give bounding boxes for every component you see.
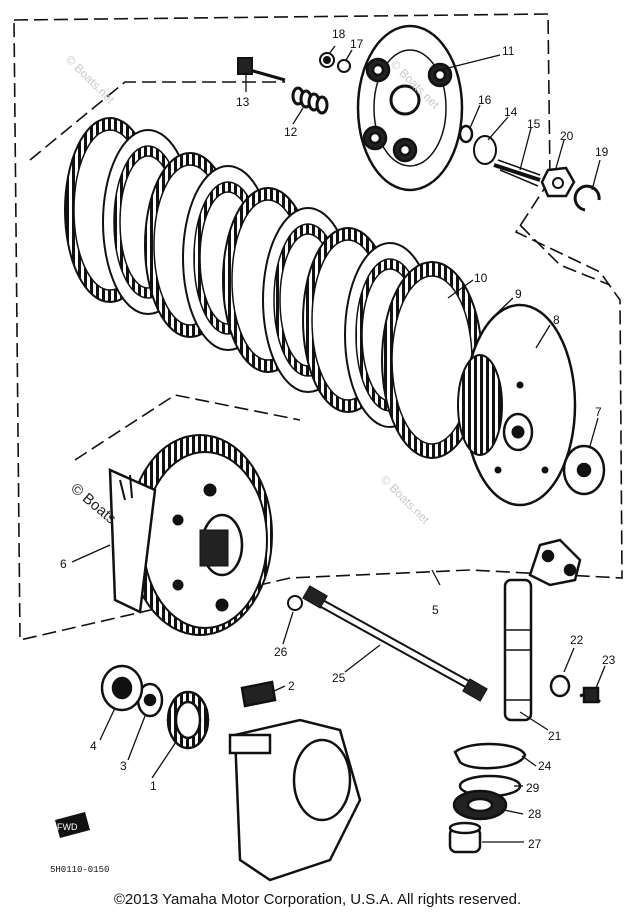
callout-11: 11 <box>502 44 515 58</box>
spring-and-seals-24-29 <box>448 742 527 854</box>
callout-21: 21 <box>548 729 562 743</box>
leader-lines <box>71 45 606 843</box>
callout-23: 23 <box>602 653 616 667</box>
copyright-footer: ©2013 Yamaha Motor Corporation, U.S.A. A… <box>113 891 522 908</box>
callout-4: 4 <box>90 739 97 753</box>
callout-27: 27 <box>528 837 542 851</box>
push-rod-part-25 <box>302 585 488 702</box>
callout-28: 28 <box>528 807 542 821</box>
callout-29: 29 <box>526 781 540 795</box>
push-lever-shaft-part-21 <box>503 538 582 722</box>
callout-19: 19 <box>595 145 609 159</box>
ball-part-26 <box>287 595 303 611</box>
callout-9: 9 <box>515 287 522 301</box>
callout-numbers: 1 2 3 4 5 6 7 8 9 10 11 12 13 14 15 16 1… <box>60 27 616 851</box>
callout-10: 10 <box>474 271 488 285</box>
plate-stack-parts-9-10 <box>64 117 483 459</box>
callout-6: 6 <box>60 557 67 571</box>
callout-15: 15 <box>527 117 541 131</box>
callout-5: 5 <box>432 603 439 617</box>
watermark-4: © Boats.net <box>378 472 433 527</box>
callout-8: 8 <box>553 313 560 327</box>
callout-22: 22 <box>570 633 584 647</box>
small-parts-upper <box>237 52 601 212</box>
callout-12: 12 <box>284 125 298 139</box>
washer-part-7 <box>562 444 606 496</box>
callout-24: 24 <box>538 759 552 773</box>
callout-14: 14 <box>504 105 518 119</box>
callout-17: 17 <box>350 37 364 51</box>
callout-25: 25 <box>332 671 346 685</box>
pressure-plate-part-11 <box>356 24 464 192</box>
clutch-housing-part-6 <box>108 434 273 636</box>
callout-20: 20 <box>560 129 574 143</box>
callout-26: 26 <box>274 645 288 659</box>
callout-7: 7 <box>595 405 602 419</box>
drawing-code: 5H0110-0150 <box>50 865 109 875</box>
lower-left-parts-1-4 <box>100 664 277 750</box>
callout-3: 3 <box>120 759 127 773</box>
watermark-2: © Boats.net <box>63 52 118 107</box>
callout-18: 18 <box>332 27 346 41</box>
fwd-arrow-icon: FWD <box>55 812 90 838</box>
fwd-label: FWD <box>57 822 78 832</box>
small-parts-22-23 <box>549 674 601 704</box>
callout-16: 16 <box>478 93 492 107</box>
callout-13: 13 <box>236 95 250 109</box>
spring-part-12 <box>291 86 329 115</box>
callout-2: 2 <box>288 679 295 693</box>
clutch-boss-part-8 <box>457 303 577 507</box>
callout-1: 1 <box>150 779 157 793</box>
crankshaft <box>228 718 362 882</box>
